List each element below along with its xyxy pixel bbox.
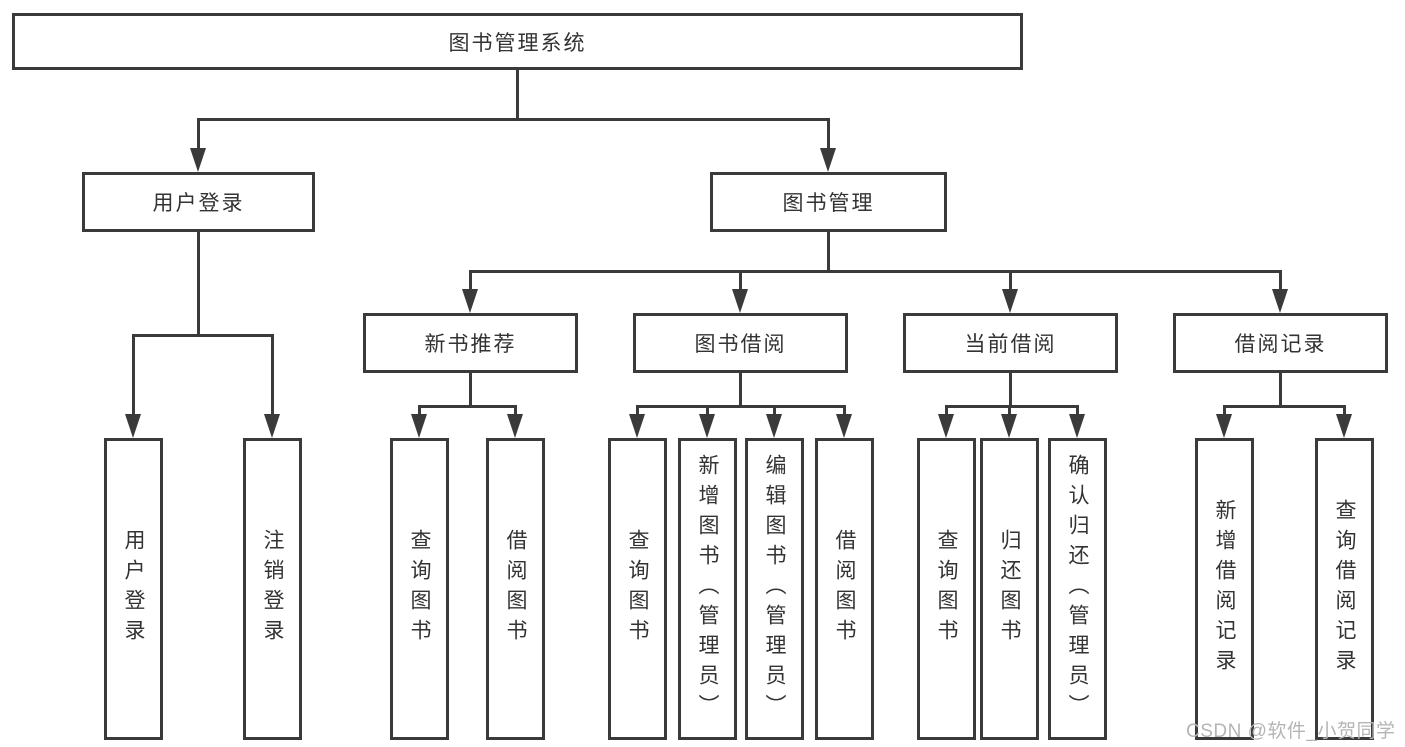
leaf-edit-books-admin: 编辑图书（管理员） bbox=[745, 438, 804, 740]
leaf-label: 查询借阅记录 bbox=[1333, 499, 1356, 679]
leaf-label: 借阅图书 bbox=[833, 529, 856, 649]
arrow-down-icon bbox=[1216, 414, 1232, 438]
leaf-borrow-books-recommend: 借阅图书 bbox=[486, 438, 545, 740]
arrow-down-icon bbox=[836, 414, 852, 438]
connector-vline bbox=[1343, 405, 1346, 416]
leaf-label: 确认归还（管理员） bbox=[1066, 454, 1089, 724]
leaf-logout: 注销登录 bbox=[243, 438, 302, 740]
leaf-add-books-admin: 新增图书（管理员） bbox=[678, 438, 737, 740]
connector-vline bbox=[469, 373, 472, 408]
connector-vline bbox=[418, 405, 421, 416]
connector-vline bbox=[945, 405, 948, 416]
connector-hline bbox=[636, 405, 846, 408]
leaf-label: 新增借阅记录 bbox=[1213, 499, 1236, 679]
arrow-down-icon bbox=[1069, 414, 1085, 438]
leaf-confirm-return-admin: 确认归还（管理员） bbox=[1048, 438, 1107, 740]
leaf-user-login: 用户登录 bbox=[104, 438, 163, 740]
connector-vline bbox=[516, 70, 519, 121]
arrow-down-icon bbox=[1001, 414, 1017, 438]
leaf-query-books-current: 查询图书 bbox=[917, 438, 976, 740]
leaf-label: 注销登录 bbox=[261, 529, 284, 649]
connector-vline bbox=[773, 405, 776, 416]
connector-vline bbox=[1223, 405, 1226, 416]
connector-vline bbox=[1009, 270, 1012, 291]
connector-vline bbox=[514, 405, 517, 416]
connector-vline bbox=[706, 405, 709, 416]
arrow-down-icon bbox=[699, 414, 715, 438]
connector-hline bbox=[1223, 405, 1346, 408]
arrow-down-icon bbox=[264, 414, 280, 438]
leaf-borrow-books: 借阅图书 bbox=[815, 438, 874, 740]
connector-hline bbox=[945, 405, 1079, 408]
node-root: 图书管理系统 bbox=[12, 13, 1023, 70]
leaf-label: 归还图书 bbox=[998, 529, 1021, 649]
leaf-label: 查询图书 bbox=[626, 529, 649, 649]
leaf-label: 借阅图书 bbox=[504, 529, 527, 649]
leaf-label: 编辑图书（管理员） bbox=[763, 454, 786, 724]
node-label: 借阅记录 bbox=[1234, 333, 1327, 356]
connector-vline bbox=[1009, 373, 1012, 408]
node-book-management: 图书管理 bbox=[710, 172, 947, 232]
connector-vline bbox=[843, 405, 846, 416]
connector-vline bbox=[197, 118, 200, 150]
node-label: 图书管理 bbox=[782, 192, 875, 215]
connector-vline bbox=[271, 334, 274, 416]
node-borrow-records: 借阅记录 bbox=[1173, 313, 1388, 373]
leaf-label: 用户登录 bbox=[122, 529, 145, 649]
connector-vline bbox=[1279, 270, 1282, 291]
leaf-return-books: 归还图书 bbox=[980, 438, 1039, 740]
leaf-add-borrow-record: 新增借阅记录 bbox=[1195, 438, 1254, 740]
connector-hline bbox=[197, 118, 830, 121]
node-label: 图书借阅 bbox=[694, 333, 787, 356]
node-book-borrow: 图书借阅 bbox=[633, 313, 848, 373]
arrow-down-icon bbox=[1336, 414, 1352, 438]
leaf-query-books-borrow: 查询图书 bbox=[608, 438, 667, 740]
leaf-label: 新增图书（管理员） bbox=[696, 454, 719, 724]
node-label: 当前借阅 bbox=[964, 333, 1057, 356]
connector-vline bbox=[636, 405, 639, 416]
arrow-down-icon bbox=[820, 148, 836, 172]
arrow-down-icon bbox=[462, 289, 478, 313]
arrow-down-icon bbox=[766, 414, 782, 438]
csdn-watermark: CSDN @软件_小贺同学 bbox=[1186, 721, 1396, 742]
arrow-down-icon bbox=[1002, 289, 1018, 313]
leaf-query-books-recommend: 查询图书 bbox=[390, 438, 449, 740]
connector-hline bbox=[418, 405, 517, 408]
arrow-down-icon bbox=[938, 414, 954, 438]
connector-vline bbox=[827, 118, 830, 150]
node-current-borrow: 当前借阅 bbox=[903, 313, 1118, 373]
arrow-down-icon bbox=[1272, 289, 1288, 313]
node-label: 图书管理系统 bbox=[448, 31, 587, 55]
arrow-down-icon bbox=[507, 414, 523, 438]
connector-vline bbox=[1008, 405, 1011, 416]
connector-hline bbox=[132, 334, 274, 337]
node-user-login: 用户登录 bbox=[82, 172, 315, 232]
connector-vline bbox=[469, 270, 472, 291]
connector-vline bbox=[827, 232, 830, 273]
leaf-label: 查询图书 bbox=[408, 529, 431, 649]
arrow-down-icon bbox=[629, 414, 645, 438]
connector-vline bbox=[739, 373, 742, 408]
connector-vline bbox=[1279, 373, 1282, 408]
connector-hline bbox=[469, 270, 1282, 273]
arrow-down-icon bbox=[125, 414, 141, 438]
connector-vline bbox=[197, 232, 200, 337]
leaf-label: 查询图书 bbox=[935, 529, 958, 649]
arrow-down-icon bbox=[190, 148, 206, 172]
node-label: 用户登录 bbox=[152, 192, 245, 215]
connector-vline bbox=[1076, 405, 1079, 416]
node-new-book-recommend: 新书推荐 bbox=[363, 313, 578, 373]
arrow-down-icon bbox=[411, 414, 427, 438]
arrow-down-icon bbox=[732, 289, 748, 313]
connector-vline bbox=[132, 334, 135, 416]
leaf-query-borrow-record: 查询借阅记录 bbox=[1315, 438, 1374, 740]
connector-vline bbox=[739, 270, 742, 291]
node-label: 新书推荐 bbox=[424, 333, 517, 356]
